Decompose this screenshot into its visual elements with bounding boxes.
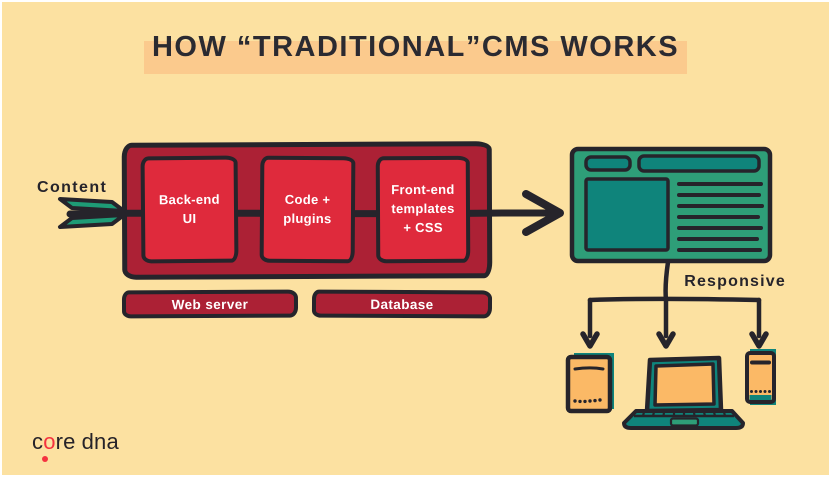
cms-box-label: Code + plugins xyxy=(283,191,332,226)
responsive-label: Responsive xyxy=(684,273,786,290)
logo-part-c: c xyxy=(32,429,44,454)
page-title: HOW “TRADITIONAL”CMS WORKS xyxy=(2,31,829,74)
smartphone-icon xyxy=(745,349,776,405)
content-label: Content xyxy=(37,179,108,196)
title-text: HOW “TRADITIONAL”CMS WORKS xyxy=(151,31,680,63)
cms-box-label: Front-end templates + CSS xyxy=(391,182,455,236)
title-highlight xyxy=(143,41,688,74)
cms-box-label: Back-end UI xyxy=(158,191,220,226)
cms-box-backend-ui: Back-end UI xyxy=(140,155,239,264)
bar-label: Web server xyxy=(171,296,249,312)
tablet-icon xyxy=(565,353,614,414)
logo-part-dna: dna xyxy=(81,429,119,454)
title-inner: HOW “TRADITIONAL”CMS WORKS xyxy=(143,31,688,74)
cms-box-frontend-templates: Front-end templates + CSS xyxy=(375,155,471,264)
bar-label: Database xyxy=(370,296,434,312)
logo-part-re: re xyxy=(55,429,76,454)
web-server-bar: Web server xyxy=(121,289,299,319)
cms-box-code-plugins: Code + plugins xyxy=(259,155,356,264)
logo-part-o: o xyxy=(43,429,56,454)
database-bar: Database xyxy=(311,289,493,319)
branch-arrows-icon xyxy=(580,262,769,349)
laptop-icon xyxy=(622,355,745,430)
logo-dot xyxy=(42,456,48,462)
browser-window-icon xyxy=(569,146,773,264)
